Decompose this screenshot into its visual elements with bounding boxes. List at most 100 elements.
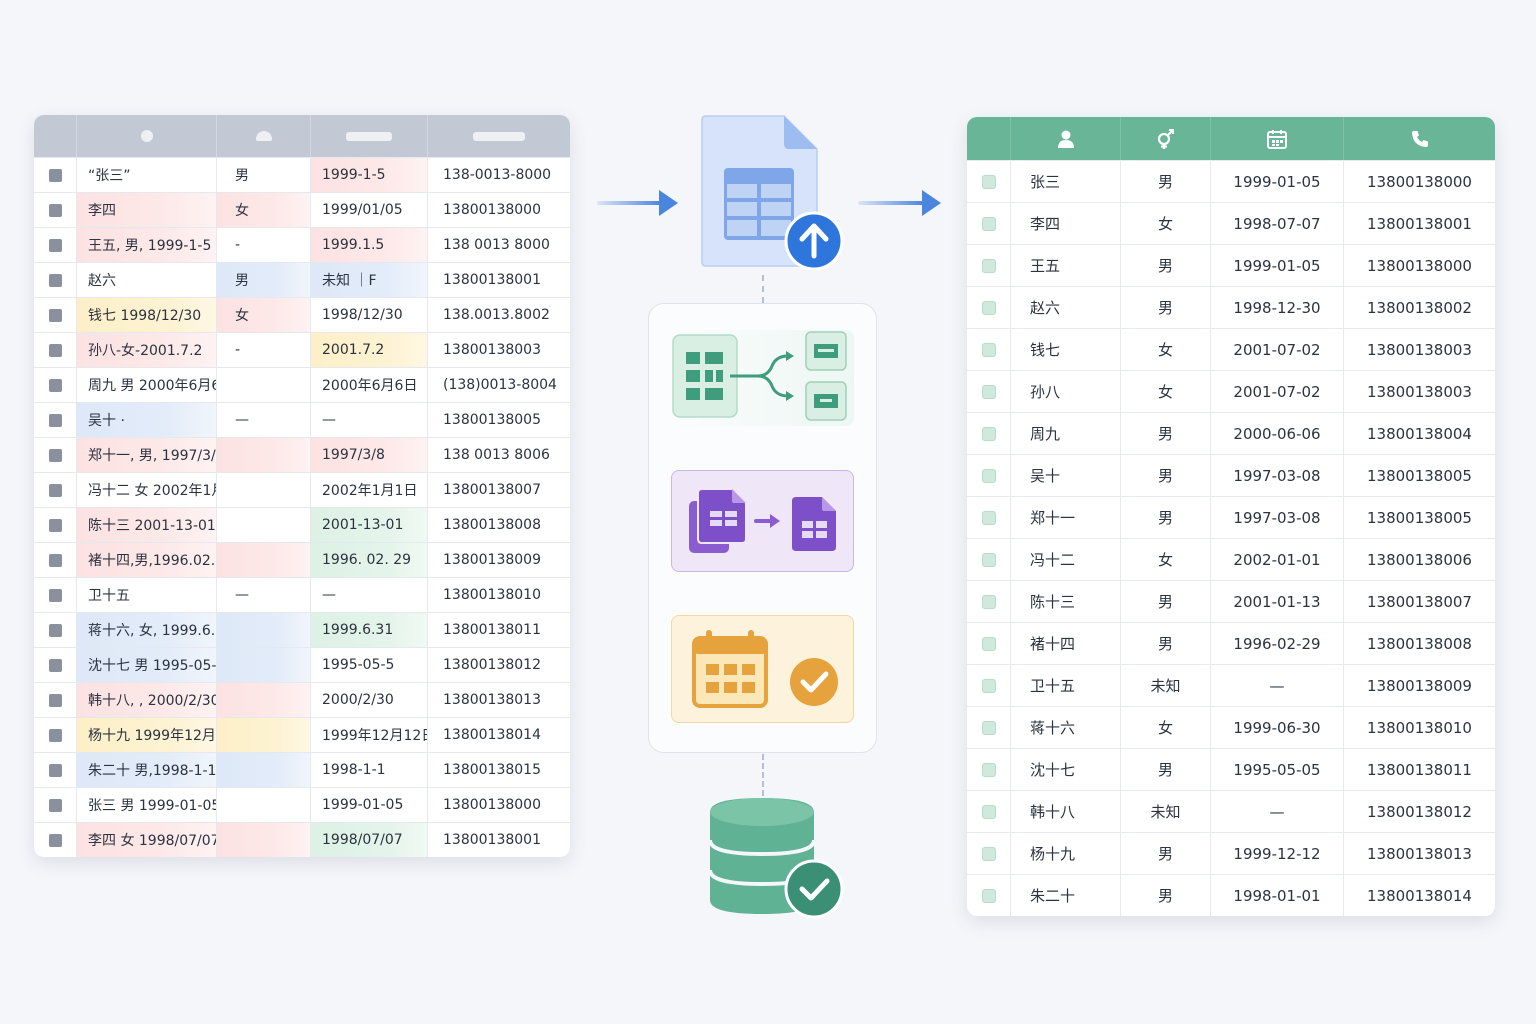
date-cell: 1998-07-07 bbox=[1211, 203, 1344, 244]
row-checkbox[interactable] bbox=[48, 343, 62, 357]
phone-cell: 13800138003 bbox=[1367, 340, 1472, 359]
row-checkbox[interactable] bbox=[48, 378, 62, 392]
gender-cell: — bbox=[217, 578, 311, 612]
name-cell: 褚十四,男,1996.02.29 bbox=[77, 543, 217, 577]
date-cell: 2000/2/30 bbox=[311, 683, 428, 717]
row-checkbox[interactable] bbox=[48, 483, 62, 497]
gender-cell: 未知 bbox=[1121, 791, 1211, 832]
row-checkbox[interactable] bbox=[981, 720, 996, 735]
row-checkbox[interactable] bbox=[981, 846, 996, 861]
row-checkbox[interactable] bbox=[981, 384, 996, 399]
row-checkbox[interactable] bbox=[48, 798, 62, 812]
date-cell: 1998/07/07 bbox=[311, 823, 428, 857]
row-select-cell bbox=[34, 193, 77, 227]
name-cell: 褚十四 bbox=[1011, 623, 1121, 664]
row-checkbox[interactable] bbox=[981, 216, 996, 231]
table-row: 周九 男 2000年6月6日2000年6月6日(138)0013-8004 bbox=[34, 367, 570, 402]
phone-cell: 13800138009 bbox=[1367, 676, 1472, 695]
date-cell: 1999.1.5 bbox=[311, 228, 428, 262]
dashed-connector bbox=[762, 275, 764, 303]
row-checkbox[interactable] bbox=[48, 833, 62, 847]
phone-cell: 13800138003 bbox=[1367, 382, 1472, 401]
gender-cell bbox=[217, 648, 311, 682]
name-cell: 赵六 bbox=[1011, 287, 1121, 328]
phone-cell: 13800138000 bbox=[443, 202, 541, 218]
gender-cell: — bbox=[217, 403, 311, 437]
merge-documents-stage bbox=[671, 470, 854, 572]
name-cell: 吴十 · bbox=[77, 403, 217, 437]
row-checkbox[interactable] bbox=[48, 168, 62, 182]
row-select-cell bbox=[34, 753, 77, 787]
name-cell: 张三 bbox=[1011, 161, 1121, 202]
row-checkbox[interactable] bbox=[48, 238, 62, 252]
row-checkbox[interactable] bbox=[48, 203, 62, 217]
phone-cell: 13800138014 bbox=[1367, 886, 1472, 905]
row-checkbox[interactable] bbox=[981, 300, 996, 315]
table-row: 冯十二 女 2002年1月1日2002年1月1日13800138007 bbox=[34, 472, 570, 507]
row-select-cell bbox=[34, 683, 77, 717]
row-checkbox[interactable] bbox=[981, 888, 996, 903]
name-cell: 李四 bbox=[77, 193, 217, 227]
row-checkbox[interactable] bbox=[981, 174, 996, 189]
row-checkbox[interactable] bbox=[48, 308, 62, 322]
gender-cell: 男 bbox=[1121, 497, 1211, 538]
date-cell: 1995-05-05 bbox=[1211, 749, 1344, 790]
phone-cell: 13800138002 bbox=[1367, 298, 1472, 317]
row-checkbox[interactable] bbox=[48, 518, 62, 532]
row-checkbox[interactable] bbox=[48, 763, 62, 777]
row-checkbox[interactable] bbox=[48, 623, 62, 637]
row-checkbox[interactable] bbox=[48, 273, 62, 287]
row-checkbox[interactable] bbox=[981, 342, 996, 357]
row-checkbox[interactable] bbox=[981, 510, 996, 525]
merge-documents-icon bbox=[689, 488, 836, 553]
row-select-cell bbox=[967, 371, 1011, 412]
row-checkbox[interactable] bbox=[48, 553, 62, 567]
clean-header-phone bbox=[1344, 117, 1495, 160]
row-checkbox[interactable] bbox=[981, 552, 996, 567]
row-checkbox[interactable] bbox=[48, 658, 62, 672]
row-checkbox[interactable] bbox=[981, 678, 996, 693]
row-select-cell bbox=[967, 581, 1011, 622]
row-select-cell bbox=[967, 623, 1011, 664]
row-checkbox[interactable] bbox=[48, 448, 62, 462]
gender-cell bbox=[217, 683, 311, 717]
row-checkbox[interactable] bbox=[48, 693, 62, 707]
date-cell: 1996. 02. 29 bbox=[311, 543, 428, 577]
row-checkbox[interactable] bbox=[981, 804, 996, 819]
name-cell: 朱二十 bbox=[1011, 875, 1121, 916]
row-checkbox[interactable] bbox=[48, 413, 62, 427]
row-select-cell bbox=[34, 228, 77, 262]
gender-cell: 女 bbox=[1121, 371, 1211, 412]
row-checkbox[interactable] bbox=[48, 588, 62, 602]
row-select-cell bbox=[34, 298, 77, 332]
arrow-to-upload bbox=[597, 190, 679, 216]
phone-cell: 13800138008 bbox=[1367, 634, 1472, 653]
row-checkbox[interactable] bbox=[981, 426, 996, 441]
gender-cell bbox=[217, 543, 311, 577]
row-select-cell bbox=[967, 455, 1011, 496]
gender-cell: 男 bbox=[1121, 455, 1211, 496]
row-checkbox[interactable] bbox=[48, 728, 62, 742]
name-cell: 孙八-女-2001.7.2 bbox=[77, 333, 217, 367]
row-select-cell bbox=[34, 543, 77, 577]
date-cell: 2002-01-01 bbox=[1211, 539, 1344, 580]
row-select-cell bbox=[34, 368, 77, 402]
date-cell: 1999.6.31 bbox=[311, 613, 428, 647]
date-cell: 2001-01-13 bbox=[1211, 581, 1344, 622]
name-cell: 周九 男 2000年6月6日 bbox=[77, 368, 217, 402]
date-cell: 1999年12月12日 bbox=[311, 718, 428, 752]
name-cell: 郑十一 bbox=[1011, 497, 1121, 538]
row-select-cell bbox=[34, 823, 77, 857]
gender-cell: 男 bbox=[1121, 623, 1211, 664]
clean-header-select bbox=[967, 117, 1011, 160]
row-checkbox[interactable] bbox=[981, 636, 996, 651]
row-checkbox[interactable] bbox=[981, 468, 996, 483]
row-checkbox[interactable] bbox=[981, 762, 996, 777]
row-checkbox[interactable] bbox=[981, 258, 996, 273]
row-checkbox[interactable] bbox=[981, 594, 996, 609]
